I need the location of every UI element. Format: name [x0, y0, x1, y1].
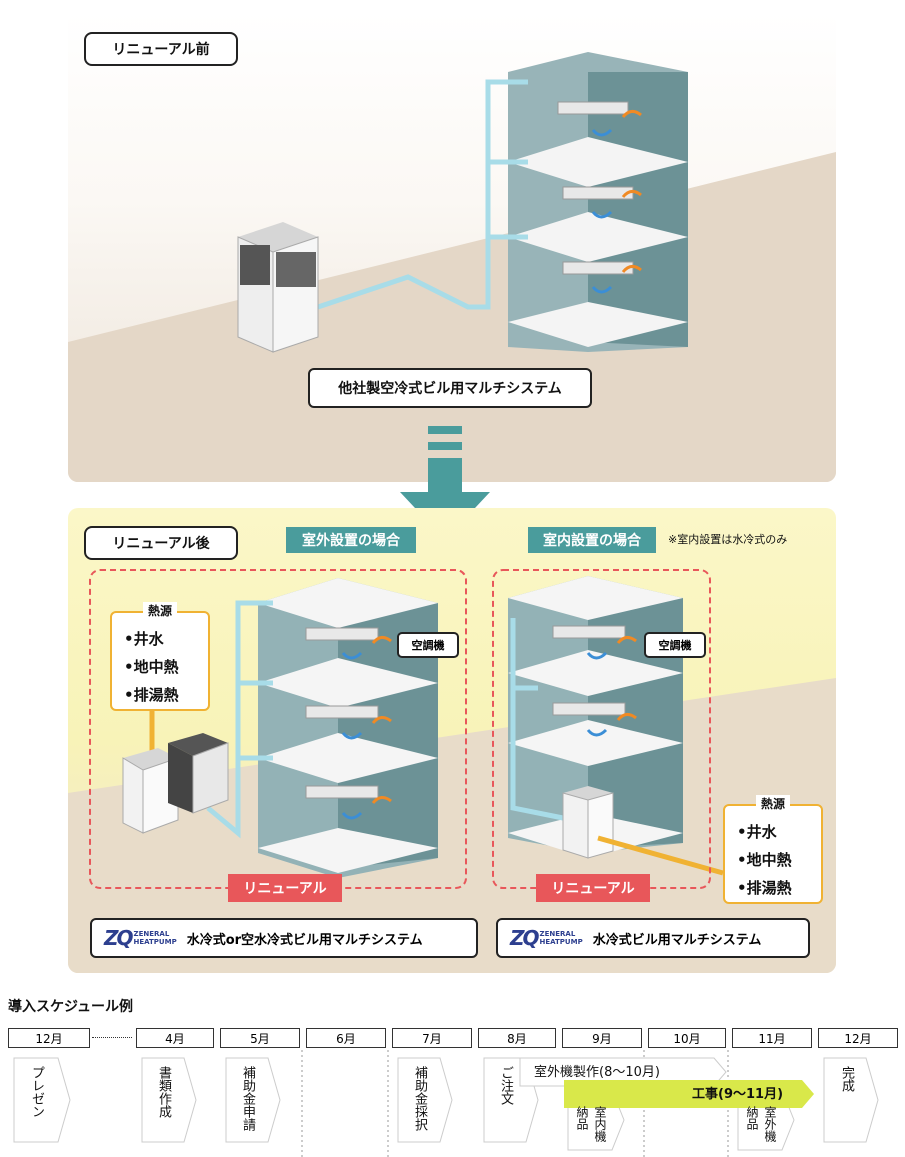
schedule-guides — [13, 1050, 879, 1157]
month-cell: 9月 — [562, 1028, 642, 1048]
indoor-case-tag: 室内設置の場合 — [528, 527, 656, 553]
step-indoor-delivery-b: 室内機 — [593, 1106, 607, 1142]
month-cell: 12月 — [8, 1028, 90, 1048]
step-outdoor-delivery-b: 室外機 — [763, 1106, 777, 1142]
before-badge: リニューアル前 — [84, 32, 238, 66]
step-docs: 書類作成 — [156, 1066, 171, 1118]
heat-source-item: •井水 — [737, 823, 777, 841]
after-illustration — [68, 569, 836, 973]
after-panel: リニューアル後 室外設置の場合 室内設置の場合 ※室内設置は水冷式のみ 熱源 •… — [68, 508, 836, 973]
renewal-tag-outdoor: リニューアル — [228, 874, 342, 902]
heat-source-item: •排湯熱 — [737, 879, 792, 897]
aircon-label-indoor: 空調機 — [644, 632, 706, 658]
before-system-label: 他社製空冷式ビル用マルチシステム — [308, 368, 592, 408]
month-cell: 12月 — [818, 1028, 898, 1048]
heat-source-title: 熱源 — [755, 795, 791, 812]
month-cell: 10月 — [648, 1028, 726, 1048]
step-subsidy-adopt: 補助金採択 — [412, 1066, 427, 1131]
indoor-case-note: ※室内設置は水冷式のみ — [668, 533, 788, 546]
schedule-title: 導入スケジュール例 — [8, 999, 134, 1015]
month-cell: 11月 — [732, 1028, 812, 1048]
month-cell: 8月 — [478, 1028, 556, 1048]
step-outdoor-delivery-a: 納品 — [745, 1106, 759, 1130]
after-badge: リニューアル後 — [84, 526, 238, 560]
system-name-indoor: 水冷式ビル用マルチシステム — [592, 932, 762, 948]
step-outdoor-mfg: 室外機製作(8〜10月) — [534, 1065, 660, 1080]
heat-source-box-left: 熱源 •井水 •地中熱 •排湯熱 — [110, 602, 210, 711]
step-order: ご注文 — [498, 1066, 513, 1105]
step-construction: 工事(9〜11月) — [692, 1087, 784, 1102]
timeline-gap-dots — [92, 1037, 132, 1038]
heat-source-item: •排湯熱 — [124, 686, 179, 704]
heat-source-item: •地中熱 — [737, 851, 792, 869]
month-cell: 6月 — [306, 1028, 386, 1048]
heat-source-title: 熱源 — [142, 602, 178, 619]
outdoor-case-tag: 室外設置の場合 — [286, 527, 416, 553]
renewal-tag-indoor: リニューアル — [536, 874, 650, 902]
heat-source-item: •地中熱 — [124, 658, 179, 676]
month-cell: 7月 — [392, 1028, 472, 1048]
heat-source-box-right: 熱源 •井水 •地中熱 •排湯熱 — [723, 795, 823, 904]
month-cell: 4月 — [136, 1028, 214, 1048]
before-panel: リニューアル前 他社製空冷式ビル用マルチシステム — [68, 12, 836, 482]
month-cell: 5月 — [220, 1028, 300, 1048]
system-name-outdoor: 水冷式or空水冷式ビル用マルチシステム — [186, 932, 423, 948]
aircon-label-outdoor: 空調機 — [397, 632, 459, 658]
step-complete: 完成 — [839, 1066, 854, 1092]
before-illustration — [68, 52, 836, 482]
step-presen: プレゼン — [29, 1066, 44, 1118]
step-subsidy-apply: 補助金申請 — [240, 1066, 255, 1131]
step-indoor-delivery-a: 納品 — [575, 1106, 589, 1130]
heat-source-item: •井水 — [124, 630, 164, 648]
